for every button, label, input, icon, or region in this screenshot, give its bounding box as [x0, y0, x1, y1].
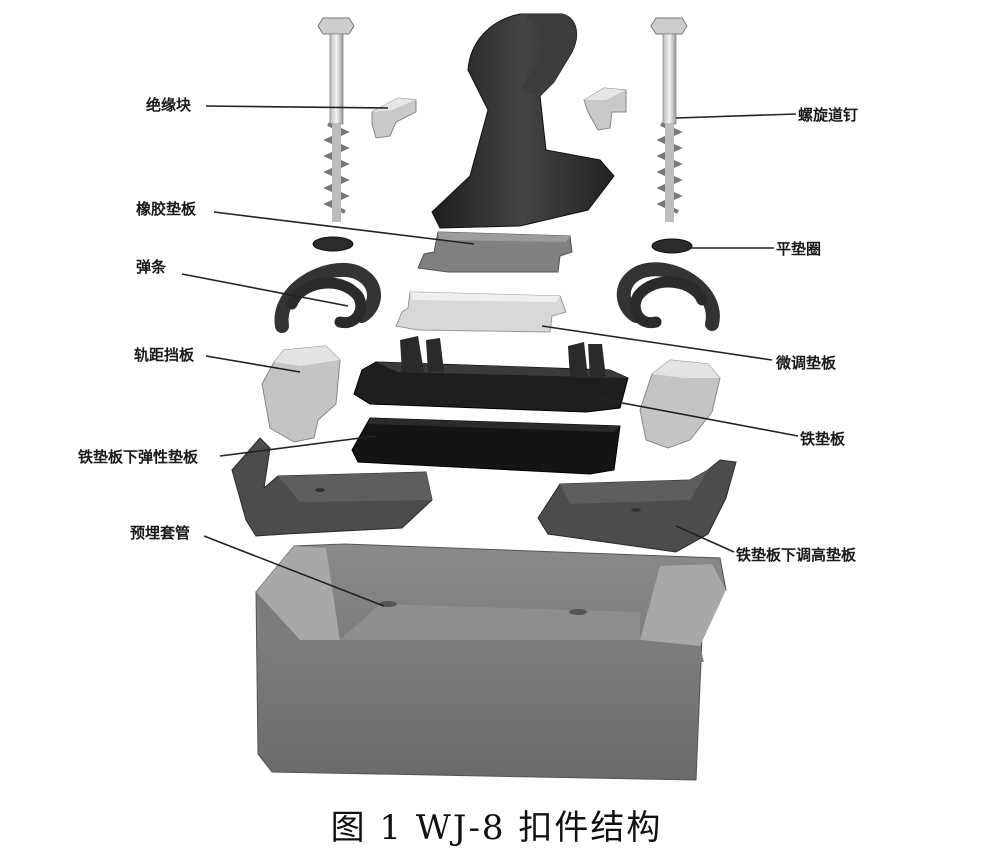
- label-adjust-pad: 微调垫板: [775, 354, 837, 372]
- screw-spike-left: [317, 17, 355, 222]
- gauge-block-right: [639, 359, 721, 449]
- leader-screw-spike: [675, 113, 797, 119]
- leader-clip: [181, 273, 349, 307]
- gauge-block-left: [261, 345, 341, 443]
- leader-iron-plate: [595, 397, 799, 437]
- leader-gauge-block: [205, 355, 301, 373]
- elastic-clip-left: [274, 263, 381, 333]
- leader-sleeve: [203, 535, 385, 607]
- screw-spike-right: [650, 17, 688, 222]
- elastic-clip-right: [616, 262, 720, 331]
- label-clip: 弹条: [136, 258, 167, 276]
- label-elastic-pad: 铁垫板下弹性垫板: [78, 448, 199, 466]
- height-adjust-pad-left: [231, 437, 433, 537]
- label-screw-spike: 螺旋道钉: [798, 106, 858, 124]
- elastic-pad-under-plate: [351, 417, 621, 475]
- rubber-pad: [417, 231, 573, 273]
- label-iron-plate: 铁垫板: [800, 430, 846, 448]
- micro-adjust-pad: [395, 291, 567, 333]
- leader-adjust-pad: [541, 325, 773, 361]
- insulator-block-left: [371, 97, 417, 139]
- leader-elastic-pad: [219, 435, 377, 457]
- label-rubber-pad: 橡胶垫板: [136, 200, 197, 218]
- iron-base-plate: [353, 336, 629, 413]
- flat-washer-right: [651, 238, 693, 254]
- leader-rubber-pad: [213, 211, 475, 245]
- flat-washer-left: [312, 236, 354, 252]
- leader-insulator: [205, 105, 389, 109]
- label-height-pad: 铁垫板下调高垫板: [736, 546, 857, 564]
- leader-height-pad: [675, 525, 735, 553]
- rail: [431, 13, 615, 229]
- label-gauge-block: 轨距挡板: [134, 346, 195, 364]
- figure-caption: 图 1 WJ-8 扣件结构: [330, 808, 663, 848]
- label-insulator: 绝缘块: [146, 96, 192, 114]
- label-sleeve: 预埋套管: [130, 524, 190, 542]
- leader-lines: [181, 105, 799, 607]
- height-adjust-pad-right: [537, 459, 737, 553]
- insulator-block-right: [583, 87, 627, 131]
- label-washer: 平垫圈: [776, 240, 821, 258]
- concrete-sleeper: [255, 543, 727, 781]
